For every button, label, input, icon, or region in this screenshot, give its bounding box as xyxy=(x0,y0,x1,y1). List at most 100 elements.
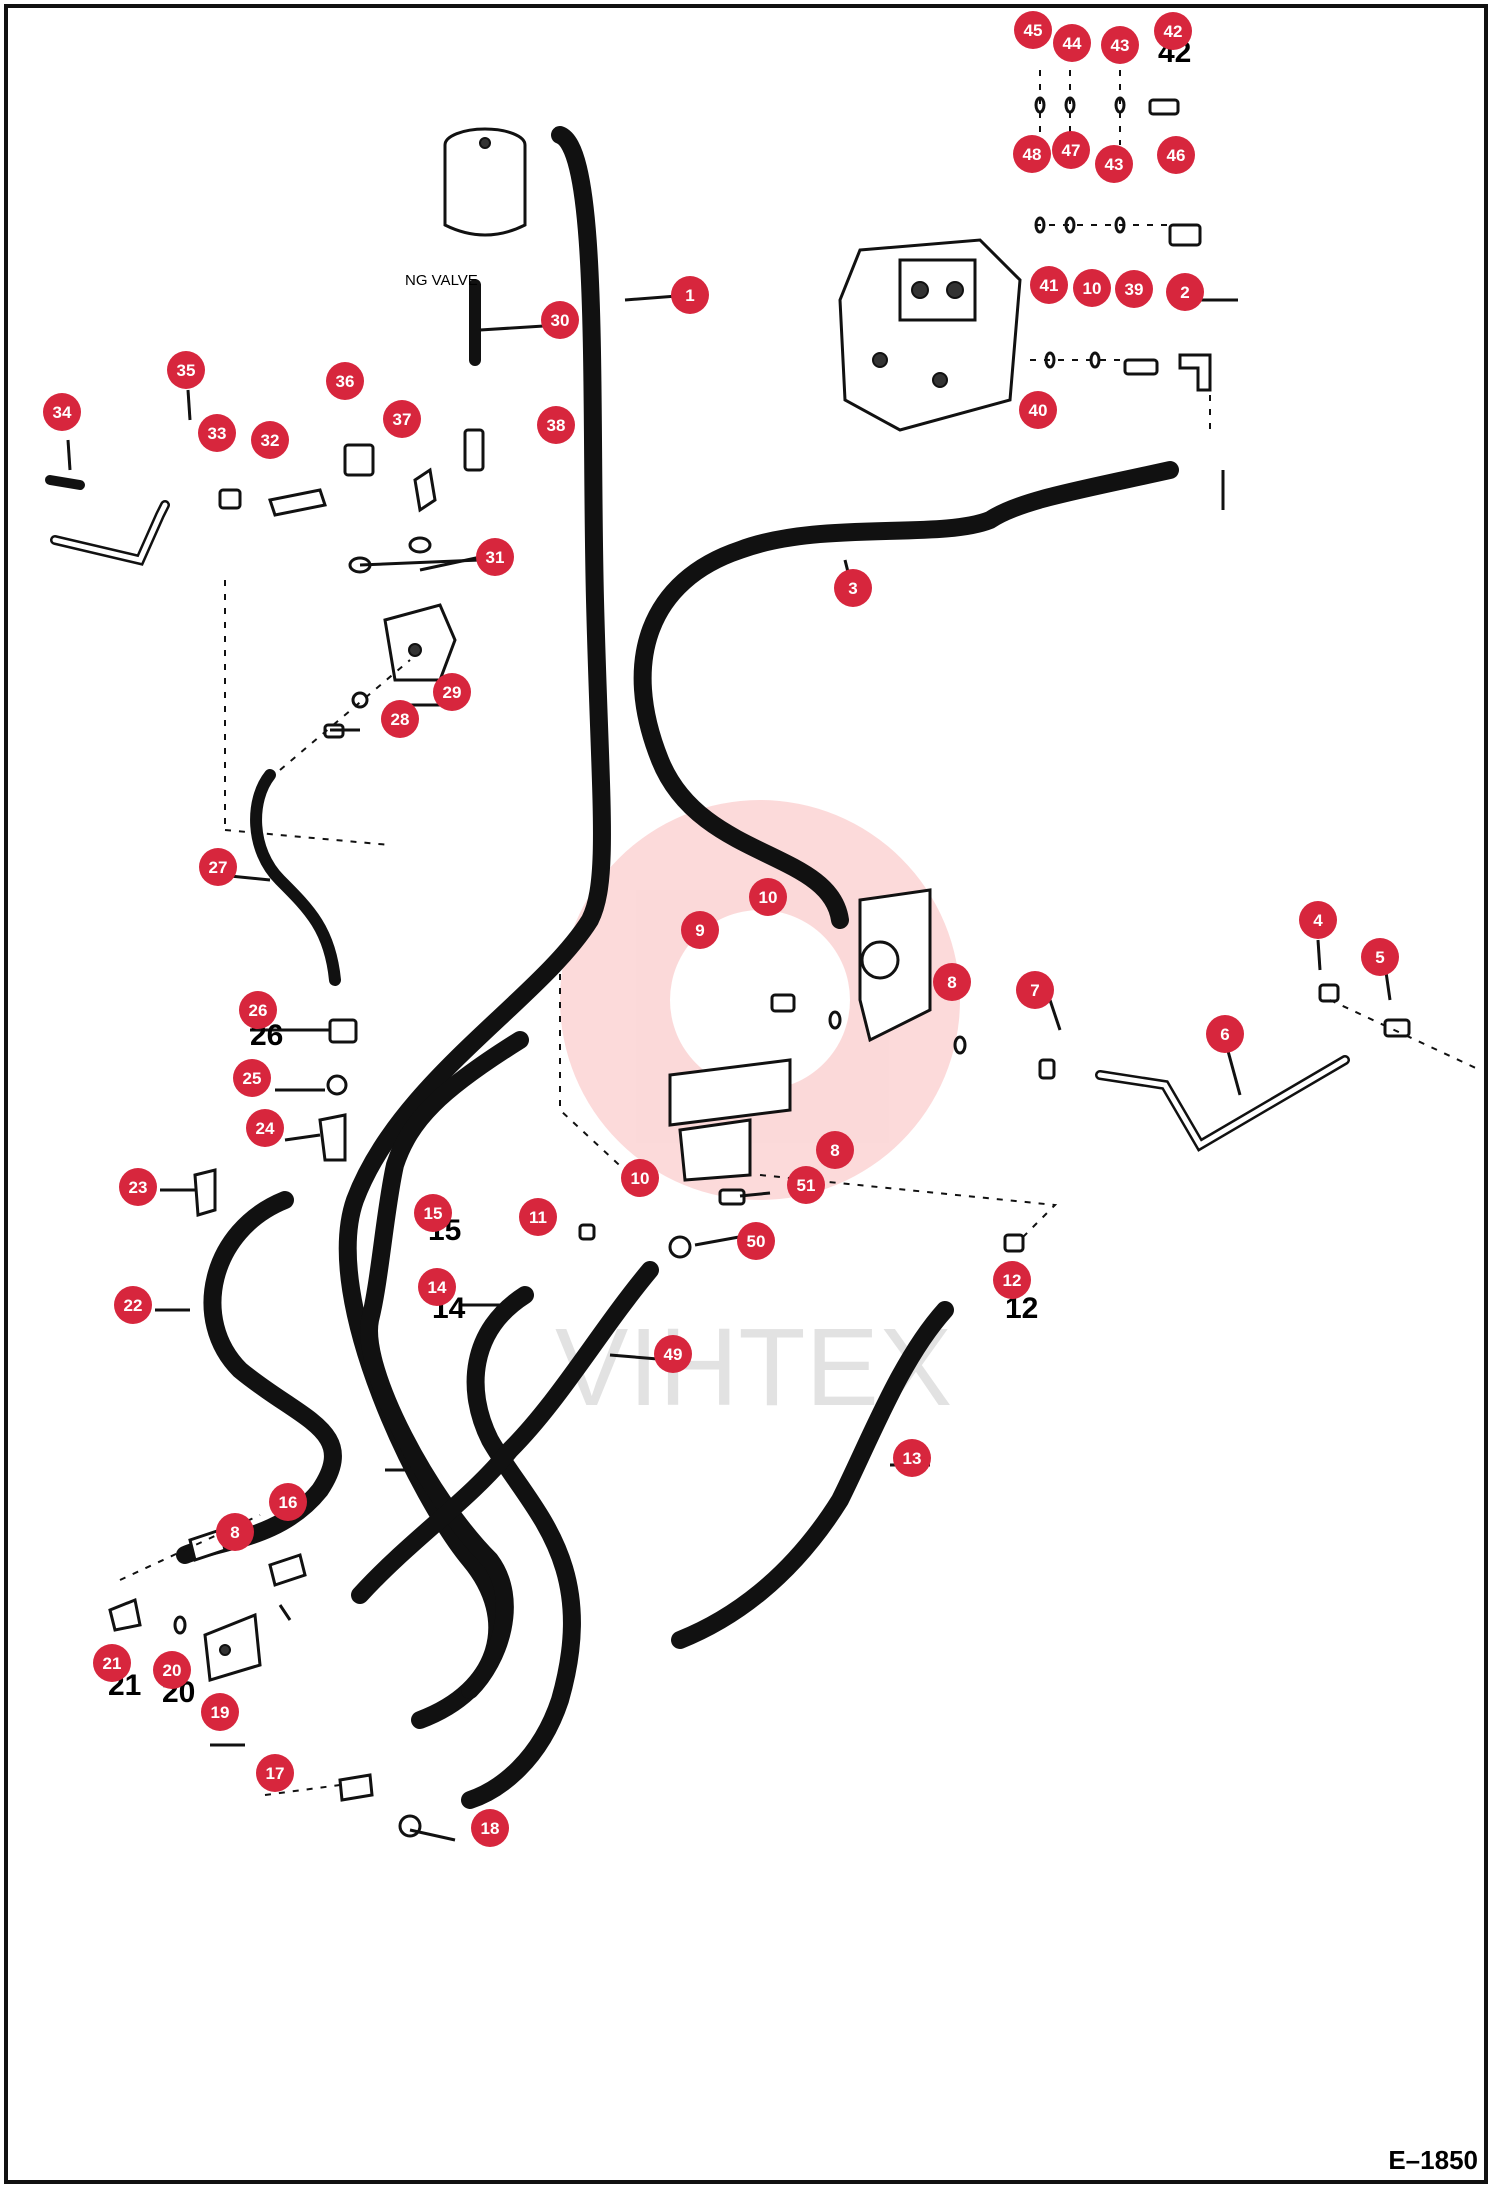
callout-label: 40 xyxy=(1029,401,1048,420)
callout-circle xyxy=(1030,266,1068,304)
callout-23: 23 xyxy=(119,1168,157,1206)
callout-26: 26 xyxy=(239,991,277,1029)
hose-13 xyxy=(671,1301,954,1649)
callout-label: 21 xyxy=(103,1654,122,1673)
callout-circle xyxy=(993,1261,1031,1299)
callout-42: 42 xyxy=(1154,12,1192,50)
fitting-9 xyxy=(770,993,796,1013)
callout-label: 7 xyxy=(1030,981,1039,1000)
hose-15 xyxy=(360,1031,529,1699)
callout-47: 47 xyxy=(1052,131,1090,169)
callout-21: 21 xyxy=(93,1644,131,1682)
callout-label: 32 xyxy=(261,431,280,450)
callout-circle xyxy=(1053,24,1091,62)
callout-40: 40 xyxy=(1019,391,1057,429)
callout-circle xyxy=(239,991,277,1029)
callout-circle xyxy=(93,1644,131,1682)
callout-44: 44 xyxy=(1053,24,1091,62)
callout-24: 24 xyxy=(246,1109,284,1147)
callout-circle xyxy=(1014,11,1052,49)
switch-36 xyxy=(343,443,375,477)
callout-circle xyxy=(1052,131,1090,169)
callout-45: 45 xyxy=(1014,11,1052,49)
small-valve-block xyxy=(383,603,457,682)
callout-circle xyxy=(326,362,364,400)
fitting-12 xyxy=(1003,1233,1025,1253)
callout-circle xyxy=(216,1513,254,1551)
callout-15: 15 xyxy=(414,1194,452,1232)
callout-43: 43 xyxy=(1101,26,1139,64)
callout-circle xyxy=(1115,270,1153,308)
callout-label: 31 xyxy=(486,548,505,567)
callout-circle xyxy=(433,673,471,711)
fitting-8-lower xyxy=(188,1528,227,1562)
callout-label: 18 xyxy=(481,1819,500,1838)
fitting-24 xyxy=(318,1113,347,1162)
callout-label: 13 xyxy=(903,1449,922,1468)
cap-4 xyxy=(1318,983,1340,1003)
center-manifold xyxy=(559,888,932,1182)
fitting-33 xyxy=(218,488,242,510)
callout-circle xyxy=(119,1168,157,1206)
callout-label: 23 xyxy=(129,1178,148,1197)
callout-10: 10 xyxy=(1073,269,1111,307)
callout-7: 7 xyxy=(1016,971,1054,1009)
callout-label: 33 xyxy=(208,424,227,443)
fitting-17 xyxy=(338,1773,374,1802)
callout-28: 28 xyxy=(381,700,419,738)
callout-circle xyxy=(816,1131,854,1169)
callout-16: 16 xyxy=(269,1483,307,1521)
callout-label: 35 xyxy=(177,361,196,380)
fitting-16 xyxy=(268,1553,307,1587)
callout-circle xyxy=(198,414,236,452)
callout-label: 26 xyxy=(249,1001,268,1020)
callout-label: 36 xyxy=(336,372,355,391)
callout-label: 19 xyxy=(211,1703,230,1722)
callout-circle xyxy=(114,1286,152,1324)
callout-label: 24 xyxy=(256,1119,275,1138)
callout-label: 44 xyxy=(1063,34,1082,53)
callout-label: 15 xyxy=(424,1204,443,1223)
callout-31: 31 xyxy=(476,538,514,576)
callout-label: 10 xyxy=(759,888,778,907)
callout-circle xyxy=(233,1059,271,1097)
tube-6 xyxy=(1095,1055,1350,1152)
fitting-39 xyxy=(1123,358,1159,376)
fitting-50 xyxy=(668,1235,692,1259)
callout-circle xyxy=(1016,971,1054,1009)
callout-3: 3 xyxy=(834,569,872,607)
callout-circle xyxy=(834,569,872,607)
callout-label: 8 xyxy=(830,1141,839,1160)
callout-label: 43 xyxy=(1105,155,1124,174)
callout-10: 10 xyxy=(749,878,787,916)
cap-25 xyxy=(326,1074,348,1096)
callout-label: 25 xyxy=(243,1069,262,1088)
callout-13: 13 xyxy=(893,1439,931,1477)
callout-circle xyxy=(383,400,421,438)
callout-label: 49 xyxy=(664,1345,683,1364)
callout-1: 1 xyxy=(671,276,709,314)
callout-circle xyxy=(537,406,575,444)
callout-4: 4 xyxy=(1299,901,1337,939)
callout-label: 27 xyxy=(209,858,228,877)
callout-circle xyxy=(153,1651,191,1689)
callout-circle xyxy=(787,1166,825,1204)
callout-36: 36 xyxy=(326,362,364,400)
filter-canister xyxy=(443,127,527,237)
hose-49 xyxy=(351,1261,659,1604)
callout-label: 2 xyxy=(1180,283,1189,302)
callout-37: 37 xyxy=(383,400,421,438)
fitting-42 xyxy=(1148,98,1180,116)
callout-29: 29 xyxy=(433,673,471,711)
callout-50: 50 xyxy=(737,1222,775,1260)
callout-label: 8 xyxy=(230,1523,239,1542)
callout-27: 27 xyxy=(199,848,237,886)
callout-label: 1 xyxy=(685,286,694,305)
fitting-23 xyxy=(193,1168,217,1217)
callout-22: 22 xyxy=(114,1286,152,1324)
fittings xyxy=(108,98,1411,1838)
hose-27 xyxy=(250,769,341,986)
callout-circle xyxy=(1154,12,1192,50)
callout-circle xyxy=(1013,135,1051,173)
callout-circle xyxy=(418,1268,456,1306)
